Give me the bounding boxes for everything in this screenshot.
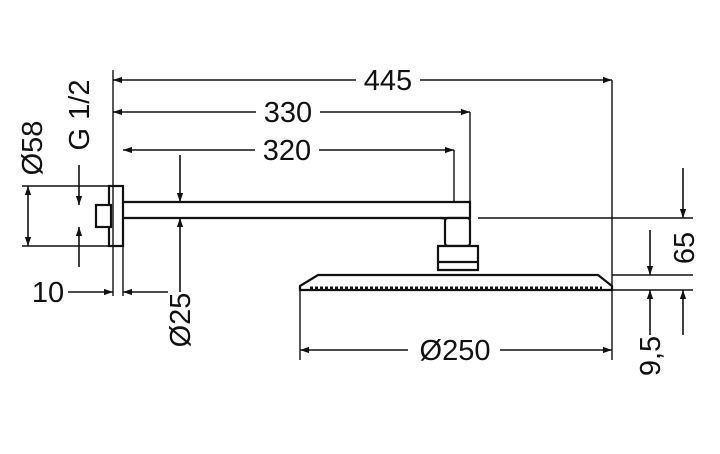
arm-mount-block [94, 203, 113, 229]
label-10: 10 [32, 277, 64, 309]
label-445: 445 [364, 65, 412, 97]
label-25: Ø25 [165, 293, 197, 348]
label-330: 330 [264, 97, 312, 129]
extension-lines [22, 70, 693, 360]
dimension-lines [24, 76, 687, 354]
label-250: Ø250 [420, 335, 491, 367]
shower-arm [123, 200, 472, 220]
shower-assembly [94, 184, 614, 292]
label-58: Ø58 [17, 121, 49, 176]
swivel-joint [443, 216, 472, 248]
dimension-labels: 445 330 320 Ø58 G 1/2 10 Ø25 Ø250 65 9,5 [17, 64, 701, 376]
label-65: 65 [669, 232, 701, 264]
label-9-5: 9,5 [635, 336, 667, 376]
label-320: 320 [263, 135, 311, 167]
label-thread: G 1/2 [64, 80, 96, 151]
ball-connector [436, 244, 480, 272]
